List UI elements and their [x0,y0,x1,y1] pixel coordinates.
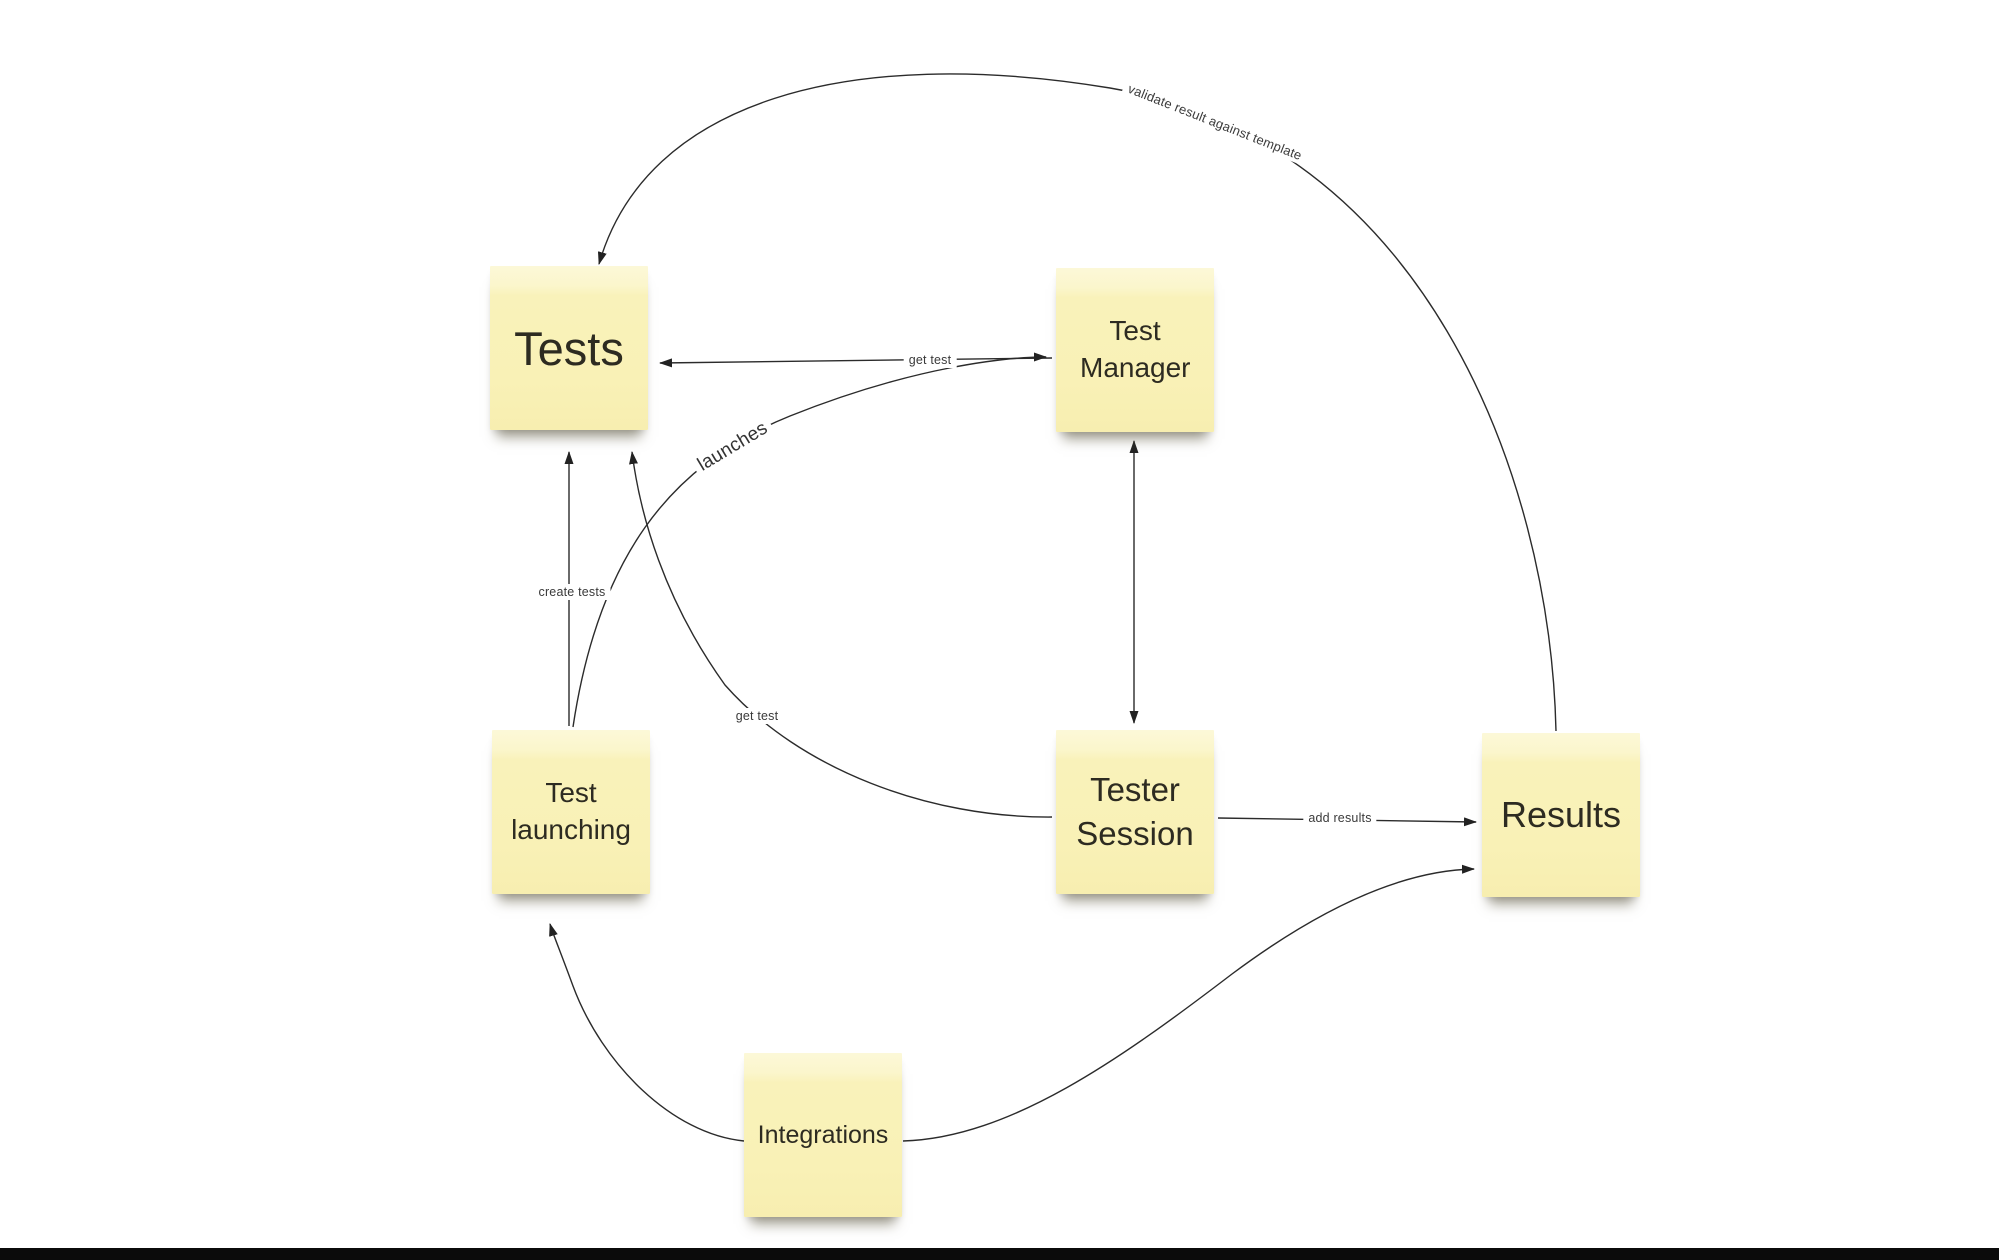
note-tests-label: Tests [514,321,624,375]
sticky-note-test-manager[interactable]: Test Manager [1056,268,1214,432]
edge-get-test-session[interactable] [629,451,1053,818]
edge-launches[interactable] [572,352,1047,728]
edge-integrations-launching[interactable] [549,923,745,1142]
edge-label-add-results[interactable]: add results [1303,810,1377,826]
sticky-note-tester-session[interactable]: Tester Session [1056,730,1214,894]
note-integrations-label: Integrations [757,1120,889,1149]
edge-get-test-manager[interactable] [659,357,1053,368]
sticky-note-integrations[interactable]: Integrations [744,1053,902,1217]
note-test-launching-label: Test launching [511,777,631,845]
window-bottom-edge [0,1248,1999,1260]
edge-label-create-tests[interactable]: create tests [533,584,611,600]
note-tester-session-label: Tester Session [1076,771,1194,852]
note-results-label: Results [1500,794,1622,836]
sticky-note-test-launching[interactable]: Test launching [492,730,650,894]
edge-label-get-test-manager[interactable]: get test [903,352,957,368]
sticky-note-results[interactable]: Results [1482,733,1640,897]
sticky-note-tests[interactable]: Tests [490,266,648,430]
edge-integrations-results[interactable] [902,864,1475,1142]
note-test-manager-label: Test Manager [1080,315,1191,383]
edge-label-get-test-session[interactable]: get test [730,708,784,724]
